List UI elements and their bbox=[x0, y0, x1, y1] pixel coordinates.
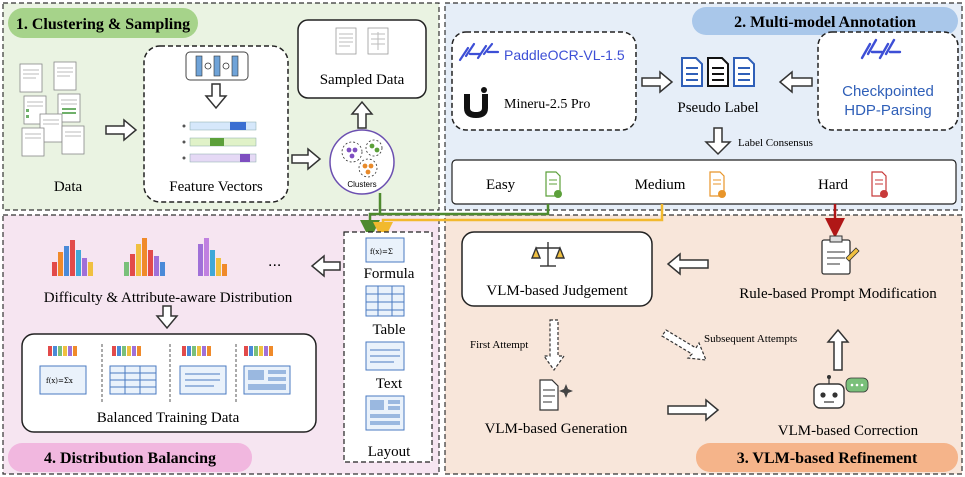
cluster-groups-icon bbox=[341, 139, 383, 178]
dashed-arrow-first-attempt bbox=[542, 319, 566, 372]
rule-prompt-label: Rule-based Prompt Modification bbox=[739, 286, 937, 302]
green-connector-segment bbox=[380, 204, 550, 216]
arrow-rule-to-judgement bbox=[666, 252, 709, 276]
clusters-label: Clusters bbox=[347, 180, 376, 189]
hard-label: Hard bbox=[818, 177, 848, 193]
hdp-logo-icon bbox=[860, 38, 902, 60]
panel-3-title: 3. VLM-based Refinement bbox=[737, 450, 918, 467]
mineru-logo-icon bbox=[464, 87, 488, 118]
checkpointed-box bbox=[817, 31, 959, 131]
text-label: Text bbox=[376, 376, 403, 392]
dashed-arrow-subsequent bbox=[661, 329, 707, 361]
easy-label: Easy bbox=[486, 177, 516, 193]
arrow-consensus-down bbox=[704, 127, 732, 156]
layout-icon bbox=[365, 395, 405, 431]
first-attempt-label: First Attempt bbox=[470, 339, 528, 351]
panel-2-title-pill bbox=[692, 7, 958, 35]
panel-1-title: 1. Clustering & Sampling bbox=[16, 16, 190, 33]
svg-text:f(x)=Σ: f(x)=Σ bbox=[370, 248, 393, 256]
judgement-box bbox=[461, 231, 653, 307]
arrow-models-to-pseudo bbox=[641, 70, 674, 94]
document-table-marks bbox=[26, 108, 76, 118]
feature-vector-markers bbox=[182, 124, 186, 160]
pseudo-label-documents-icon bbox=[681, 57, 755, 87]
sampled-data-label: Sampled Data bbox=[320, 72, 405, 88]
arrow-ckpt-to-pseudo bbox=[778, 70, 813, 94]
label-consensus-text: Label Consensus bbox=[738, 137, 813, 149]
arrow-correction-to-rule bbox=[826, 328, 850, 371]
arrow-encoder-down bbox=[204, 83, 228, 110]
difficulty-bar bbox=[451, 159, 957, 205]
feature-vector-bars bbox=[189, 121, 257, 163]
arrow-distribution-down bbox=[155, 305, 179, 330]
balanced-training-label: Balanced Training Data bbox=[97, 410, 240, 426]
balanced-training-box bbox=[21, 333, 317, 433]
encoder-blocks bbox=[195, 55, 239, 77]
svg-text:f(x)=Σx: f(x)=Σx bbox=[46, 377, 73, 385]
scale-balance-icon bbox=[530, 242, 566, 267]
correction-label: VLM-based Correction bbox=[778, 423, 919, 439]
mineru-label: Mineru-2.5 Pro bbox=[504, 97, 590, 112]
models-box bbox=[451, 31, 637, 131]
green-connector-arrow bbox=[360, 193, 382, 240]
panel-4-title: 4. Distribution Balancing bbox=[44, 450, 216, 467]
pseudo-label-text: Pseudo Label bbox=[677, 100, 758, 116]
subsequent-attempts-label: Subsequent Attempts bbox=[704, 333, 797, 345]
sampled-data-box bbox=[297, 19, 427, 99]
panel-2-title: 2. Multi-model Annotation bbox=[734, 14, 916, 31]
formula-icon: f(x)=Σ bbox=[365, 237, 405, 263]
robot-icon bbox=[813, 375, 869, 409]
arrow-clusters-up bbox=[350, 100, 374, 129]
paddle-logo-icon bbox=[458, 42, 500, 62]
generation-document-icon bbox=[539, 379, 573, 411]
paddleocr-label: PaddleOCR-VL-1.5 bbox=[504, 47, 625, 63]
distribution-label: Difficulty & Attribute-aware Distributio… bbox=[44, 290, 293, 306]
judgement-label: VLM-based Judgement bbox=[486, 283, 628, 299]
panel-3-title-pill bbox=[696, 443, 958, 472]
prompt-clipboard-icon bbox=[821, 235, 860, 275]
medium-label: Medium bbox=[635, 177, 686, 193]
table-label: Table bbox=[372, 322, 405, 338]
arrow-generation-to-correction bbox=[667, 398, 720, 422]
checkpointed-label-line2: HDP-Parsing bbox=[844, 102, 932, 119]
sampled-document-icons bbox=[335, 27, 389, 55]
arrow-types-to-distribution bbox=[310, 254, 341, 278]
checkpointed-label-line1: Checkpointed bbox=[842, 83, 934, 100]
text-icon bbox=[365, 341, 405, 371]
table-icon bbox=[365, 285, 405, 317]
formula-label: Formula bbox=[364, 266, 415, 282]
panel-4-title-pill bbox=[8, 443, 252, 472]
generation-label: VLM-based Generation bbox=[485, 421, 628, 437]
layout-label: Layout bbox=[368, 444, 411, 460]
yellow-connector-arrow bbox=[373, 204, 664, 242]
data-label: Data bbox=[54, 179, 83, 195]
feature-vectors-label: Feature Vectors bbox=[169, 179, 263, 195]
document-stack-icon bbox=[19, 61, 85, 157]
medium-document-icon bbox=[709, 171, 726, 198]
panel-1-title-pill bbox=[8, 8, 198, 38]
balanced-sample-icons: f(x)=Σx bbox=[39, 344, 291, 402]
hard-document-icon bbox=[871, 171, 888, 198]
document-lines bbox=[23, 67, 81, 139]
arrow-features-to-clusters bbox=[291, 147, 322, 171]
histogram-ellipsis: ... bbox=[268, 253, 281, 270]
distribution-histograms bbox=[52, 238, 227, 276]
easy-document-icon bbox=[545, 171, 562, 198]
clusters-circle bbox=[329, 129, 395, 195]
arrow-data-to-features bbox=[105, 118, 138, 142]
